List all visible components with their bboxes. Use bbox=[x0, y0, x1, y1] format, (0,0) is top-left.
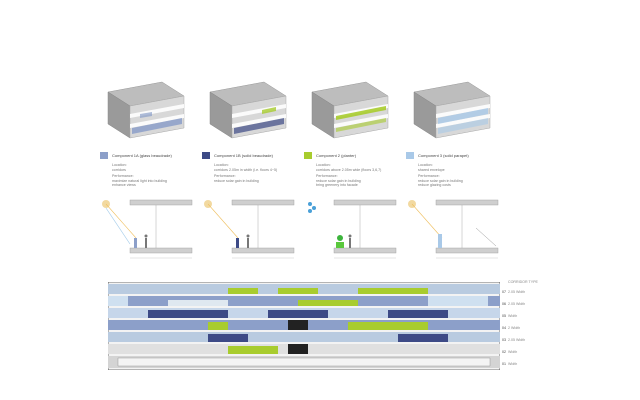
component-swatch bbox=[304, 152, 312, 159]
location-label: Location: bbox=[418, 163, 433, 167]
location-text: corridors bbox=[112, 167, 126, 172]
component-panel-1b: Component 1B (solid beaudrade) Location:… bbox=[202, 70, 298, 270]
performance-label: Performance: bbox=[316, 174, 338, 178]
facade-elevation-strip bbox=[108, 282, 500, 370]
component-title: Component 3 (solid parapet) bbox=[418, 153, 469, 158]
section-drawing-1b bbox=[204, 199, 295, 259]
floor-number-05: 05 bbox=[502, 314, 506, 318]
floor-number-01: 01 bbox=[502, 362, 506, 366]
performance-text-1: maximize natural light into building bbox=[112, 178, 167, 183]
section-drawing-3 bbox=[408, 199, 499, 259]
performance-text-1: reduce solar gain in building bbox=[316, 178, 361, 183]
performance-text-2: enhance views bbox=[112, 183, 136, 188]
component-title: Component 1A (glass beaudrade) bbox=[112, 153, 172, 158]
facade-model-1b bbox=[209, 81, 287, 139]
section-drawing-2 bbox=[308, 199, 397, 259]
floor-label-05: Width bbox=[508, 314, 518, 318]
floor-label-06: 2.05 Width bbox=[508, 302, 526, 306]
floor-label-04: 2 Width bbox=[508, 326, 521, 330]
location-text: shared envelope bbox=[418, 167, 445, 172]
component-panel-2: Component 2 (planter) Location: corridor… bbox=[304, 70, 400, 270]
floor-label-03: 2.05 Width bbox=[508, 338, 526, 342]
component-panel-3: Component 3 (solid parapet) Location: sh… bbox=[406, 70, 502, 270]
performance-text-1: reduce solar gain in building bbox=[418, 178, 463, 183]
component-panel-1a: Component 1A (glass beaudrade) Location:… bbox=[100, 70, 196, 270]
facade-model-2 bbox=[311, 81, 389, 139]
legend-row: Component 3 (solid parapet) bbox=[406, 152, 502, 160]
floor-label-02: Width bbox=[508, 350, 518, 354]
floor-number-02: 02 bbox=[502, 350, 506, 354]
performance-label: Performance: bbox=[112, 174, 134, 178]
floor-number-04: 04 bbox=[502, 326, 506, 330]
performance-text-2: bring greenery into facade bbox=[316, 183, 358, 188]
performance-label: Performance: bbox=[214, 174, 236, 178]
performance-text-1: reduce solar gain in building bbox=[214, 178, 259, 183]
floor-label-07: 2.05 Width bbox=[508, 290, 526, 294]
performance-label: Performance: bbox=[418, 174, 440, 178]
location-label: Location: bbox=[214, 163, 229, 167]
facade-model-3 bbox=[413, 81, 491, 139]
location-text: corridors 2.05m in width (i.e. floors 4~… bbox=[214, 167, 278, 172]
section-drawing-1a bbox=[102, 199, 193, 259]
location-label: Location: bbox=[316, 163, 331, 167]
location-label: Location: bbox=[112, 163, 127, 167]
elevation-header: CORRIDOR TYPE bbox=[508, 280, 538, 284]
floor-number-07: 07 bbox=[502, 290, 506, 294]
location-text: corridors above 2.05m wide (floors 3,6,7… bbox=[316, 167, 382, 172]
facade-model-1a bbox=[107, 81, 185, 139]
performance-text-2: reduce glazing costs bbox=[418, 183, 451, 188]
component-swatch bbox=[100, 152, 108, 159]
legend-row: Component 1A (glass beaudrade) bbox=[100, 152, 196, 160]
component-swatch bbox=[406, 152, 414, 159]
floor-number-06: 06 bbox=[502, 302, 506, 306]
floor-label-01: Width bbox=[508, 362, 518, 366]
component-title: Component 1B (solid beaudrade) bbox=[214, 153, 273, 158]
component-title: Component 2 (planter) bbox=[316, 153, 357, 158]
floor-number-03: 03 bbox=[502, 338, 506, 342]
legend-row: Component 1B (solid beaudrade) bbox=[202, 152, 298, 160]
component-swatch bbox=[202, 152, 210, 159]
legend-row: Component 2 (planter) bbox=[304, 152, 400, 160]
